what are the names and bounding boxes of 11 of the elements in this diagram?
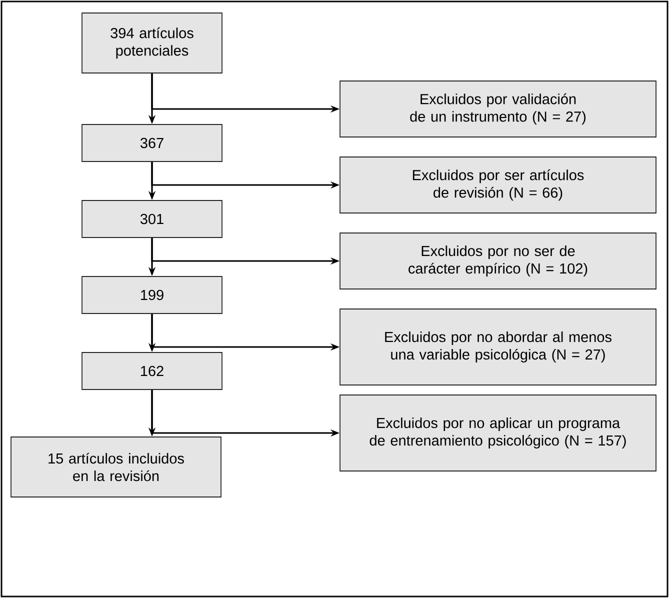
process-box: Excluidos por no abordar al menos una variable psicológica (N = 27) [340,308,656,386]
process-box: 367 [82,124,222,162]
process-box: 162 [82,352,222,390]
process-box: 199 [82,276,222,314]
process-box: Excluidos por validación de un instrumento (N = 27) [340,80,656,138]
process-box: 15 artículos incluidos en la revisión [10,436,222,498]
process-box: Excluidos por no aplicar un programa de entrenamiento psicológico (N = 157) [340,394,656,472]
process-box: Excluidos por ser artículos de revisión (N = 66) [340,156,656,214]
process-box: 394 artículos potenciales [82,12,222,74]
process-box: Excluidos por no ser de carácter empírico (N = 102) [340,232,656,290]
process-box: 301 [82,200,222,238]
